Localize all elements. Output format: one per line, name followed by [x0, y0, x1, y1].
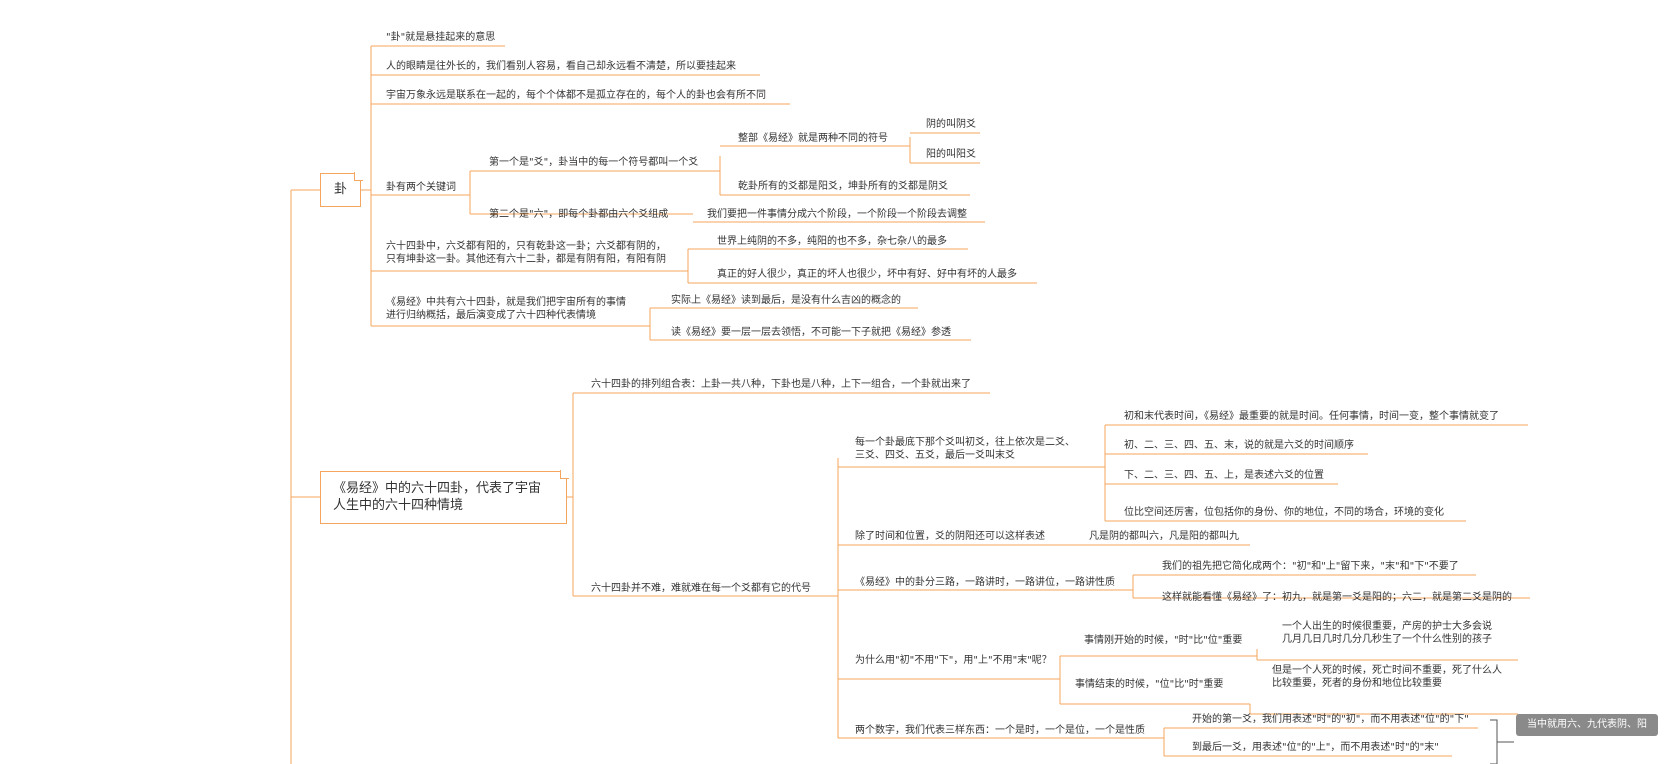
node-two-numbers[interactable]: 两个数字，我们代表三样东西：一个是时，一个是位，一个是性质	[855, 725, 1145, 736]
line: 几月几日几时几分几秒生了一个什么性别的孩子	[1282, 634, 1492, 645]
node-six-stages[interactable]: 我们要把一件事情分成六个阶段，一个阶段一个阶段去调整	[707, 209, 967, 220]
line: 《易经》中共有六十四卦，就是我们把宇宙所有的事情	[386, 297, 626, 308]
node-read-yijing[interactable]: 这样就能看懂《易经》了：初九，就是第一爻是阳的；六二，就是第二爻是阴的	[1162, 592, 1512, 603]
node-why-chu[interactable]: 为什么用"初"不用"下"，用"上"不用"末"呢？	[855, 655, 1052, 666]
node-combination-table[interactable]: 六十四卦的排列组合表：上卦一共八种，下卦也是八种，上下一组合，一个卦就出来了	[591, 379, 971, 390]
node-birth[interactable]: 一个人出生的时候很重要，产房的护士大多会说 几月几日几时几分几秒生了一个什么性别…	[1282, 620, 1492, 646]
node-yang-yao[interactable]: 阳的叫阳爻	[926, 149, 976, 160]
root2-line1: 《易经》中的六十四卦，代表了宇宙	[333, 481, 542, 496]
node-time-order[interactable]: 初、二、三、四、五、末，说的就是六爻的时间顺序	[1124, 440, 1354, 451]
line: 但是一个人死的时候，死亡时间不重要，死了什么人	[1272, 665, 1502, 676]
node-gua-universe[interactable]: 宇宙万象永远是联系在一起的，每个个体都不是孤立存在的，每个人的卦也会有所不同	[386, 90, 766, 101]
node-chu-mo-time[interactable]: 初和末代表时间，《易经》最重要的就是时间。任何事情，时间一变，整个事情就变了	[1124, 411, 1499, 422]
node-ancestors-simplify[interactable]: 我们的祖先把它简化成两个："初"和"上"留下来，"末"和"下"不要了	[1162, 561, 1459, 572]
node-keyword-liu[interactable]: 第二个是"六"，即每个卦都由六个爻组成	[489, 209, 669, 220]
line: 进行归纳概括，最后演变成了六十四种代表情境	[386, 310, 596, 321]
line: 一个人出生的时候很重要，产房的护士大多会说	[1282, 621, 1492, 632]
node-sixty-four-yao[interactable]: 六十四卦中，六爻都有阳的，只有乾卦这一卦；六爻都有阴的， 只有坤卦这一卦。其他还…	[386, 240, 666, 266]
node-position-power[interactable]: 位比空间还厉害，位包括你的身份、你的地位，不同的场合，环境的变化	[1124, 507, 1444, 518]
node-good-bad[interactable]: 真正的好人很少，真正的坏人也很少，坏中有好、好中有坏的人最多	[717, 269, 1017, 280]
fold-corner	[560, 470, 569, 479]
node-bottom-yao[interactable]: 每一个卦最底下那个爻叫初爻，往上依次是二爻、 三爻、四爻、五爻，最后一爻叫末爻	[855, 436, 1075, 462]
node-no-luck-concept[interactable]: 实际上《易经》读到最后，是没有什么吉凶的概念的	[671, 295, 901, 306]
node-yijing-two-symbols[interactable]: 整部《易经》就是两种不同的符号	[738, 133, 888, 144]
node-last-yao[interactable]: 到最后一爻，用表述"位"的"上"，而不用表述"时"的"末"	[1192, 742, 1439, 753]
root2-line2: 人生中的六十四种情境	[333, 498, 464, 513]
line: 六十四卦中，六爻都有阳的，只有乾卦这一卦；六爻都有阴的，	[386, 241, 666, 252]
node-first-yao[interactable]: 开始的第一爻，我们用表述"时"的"初"，而不用表述"位"的"下"	[1192, 714, 1469, 725]
node-not-hard[interactable]: 六十四卦并不难，难就难在每一个爻都有它的代号	[591, 583, 811, 594]
node-gua-meaning[interactable]: "卦"就是悬挂起来的意思	[386, 32, 496, 43]
node-ending[interactable]: 事情结束的时候，"位"比"时"重要	[1075, 679, 1224, 690]
line: 每一个卦最底下那个爻叫初爻，往上依次是二爻、	[855, 437, 1075, 448]
summary-callout[interactable]: 当中就用六、九代表阴、阳	[1516, 714, 1658, 736]
line: 三爻、四爻、五爻，最后一爻叫末爻	[855, 450, 1015, 461]
node-death[interactable]: 但是一个人死的时候，死亡时间不重要，死了什么人 比较重要，死者的身份和地位比较重…	[1272, 664, 1502, 690]
node-beginning[interactable]: 事情刚开始的时候，"时"比"位"重要	[1084, 635, 1243, 646]
line: 只有坤卦这一卦。其他还有六十二卦，都是有阴有阳，有阳有阴	[386, 254, 666, 265]
node-yijing-summary[interactable]: 《易经》中共有六十四卦，就是我们把宇宙所有的事情 进行归纳概括，最后演变成了六十…	[386, 296, 626, 322]
node-three-ways[interactable]: 《易经》中的卦分三路，一路讲时，一路讲位，一路讲性质	[855, 577, 1115, 588]
line: 比较重要，死者的身份和地位比较重要	[1272, 678, 1442, 689]
node-gua-eyes[interactable]: 人的眼睛是往外长的，我们看别人容易，看自己却永远看不清楚，所以要挂起来	[386, 61, 736, 72]
node-qian-kun[interactable]: 乾卦所有的爻都是阳爻，坤卦所有的爻都是阴爻	[738, 181, 948, 192]
root-node-sixty-four-hexagrams[interactable]: 《易经》中的六十四卦，代表了宇宙 人生中的六十四种情境	[320, 471, 567, 524]
node-yin-yao[interactable]: 阴的叫阴爻	[926, 119, 976, 130]
node-six-nine[interactable]: 凡是阴的都叫六，凡是阳的都叫九	[1089, 531, 1239, 542]
node-read-layer[interactable]: 读《易经》要一层一层去领悟，不可能一下子就把《易经》参透	[671, 327, 951, 338]
node-yinyang-expression[interactable]: 除了时间和位置，爻的阴阳还可以这样表述	[855, 531, 1045, 542]
node-pure-yin-yang[interactable]: 世界上纯阴的不多，纯阳的也不多，杂七杂八的最多	[717, 236, 947, 247]
fold-corner	[354, 172, 363, 181]
node-position[interactable]: 下、二、三、四、五、上，是表述六爻的位置	[1124, 470, 1324, 481]
node-gua-keywords[interactable]: 卦有两个关键词	[386, 182, 456, 193]
node-keyword-yao[interactable]: 第一个是"爻"，卦当中的每一个符号都叫一个爻	[489, 157, 699, 168]
